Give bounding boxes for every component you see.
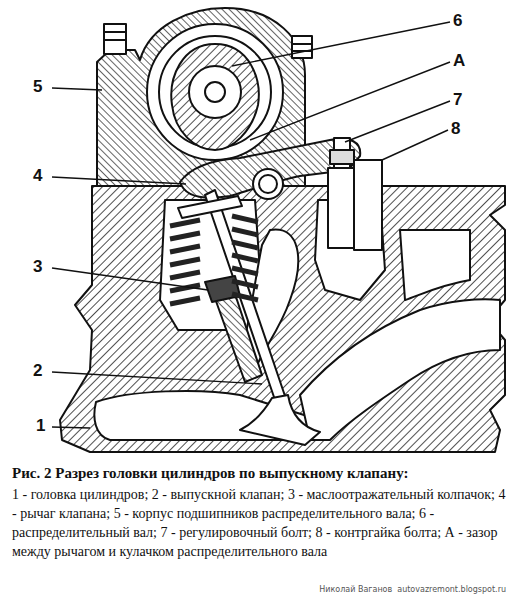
callout-number: 1 xyxy=(36,417,45,435)
watermark: Николай Ваганов xyxy=(319,585,392,594)
cylinder-head-section xyxy=(0,0,516,460)
callout-number: 2 xyxy=(33,362,42,380)
callout-number: А xyxy=(453,52,465,70)
figure-caption: 1 - головка цилиндров; 2 - выпускной кла… xyxy=(12,485,506,561)
callout-number: 4 xyxy=(33,167,42,185)
watermark: autovazremont.blogspot.ru xyxy=(397,585,506,594)
callout-number: 3 xyxy=(33,258,42,276)
callout-number: 6 xyxy=(453,12,462,30)
figure-title: Рис. 2 Разрез головки цилиндров по выпус… xyxy=(12,464,506,482)
callout-number: 5 xyxy=(33,78,42,96)
callout-number: 8 xyxy=(451,120,460,138)
callout-number: 7 xyxy=(453,91,462,109)
